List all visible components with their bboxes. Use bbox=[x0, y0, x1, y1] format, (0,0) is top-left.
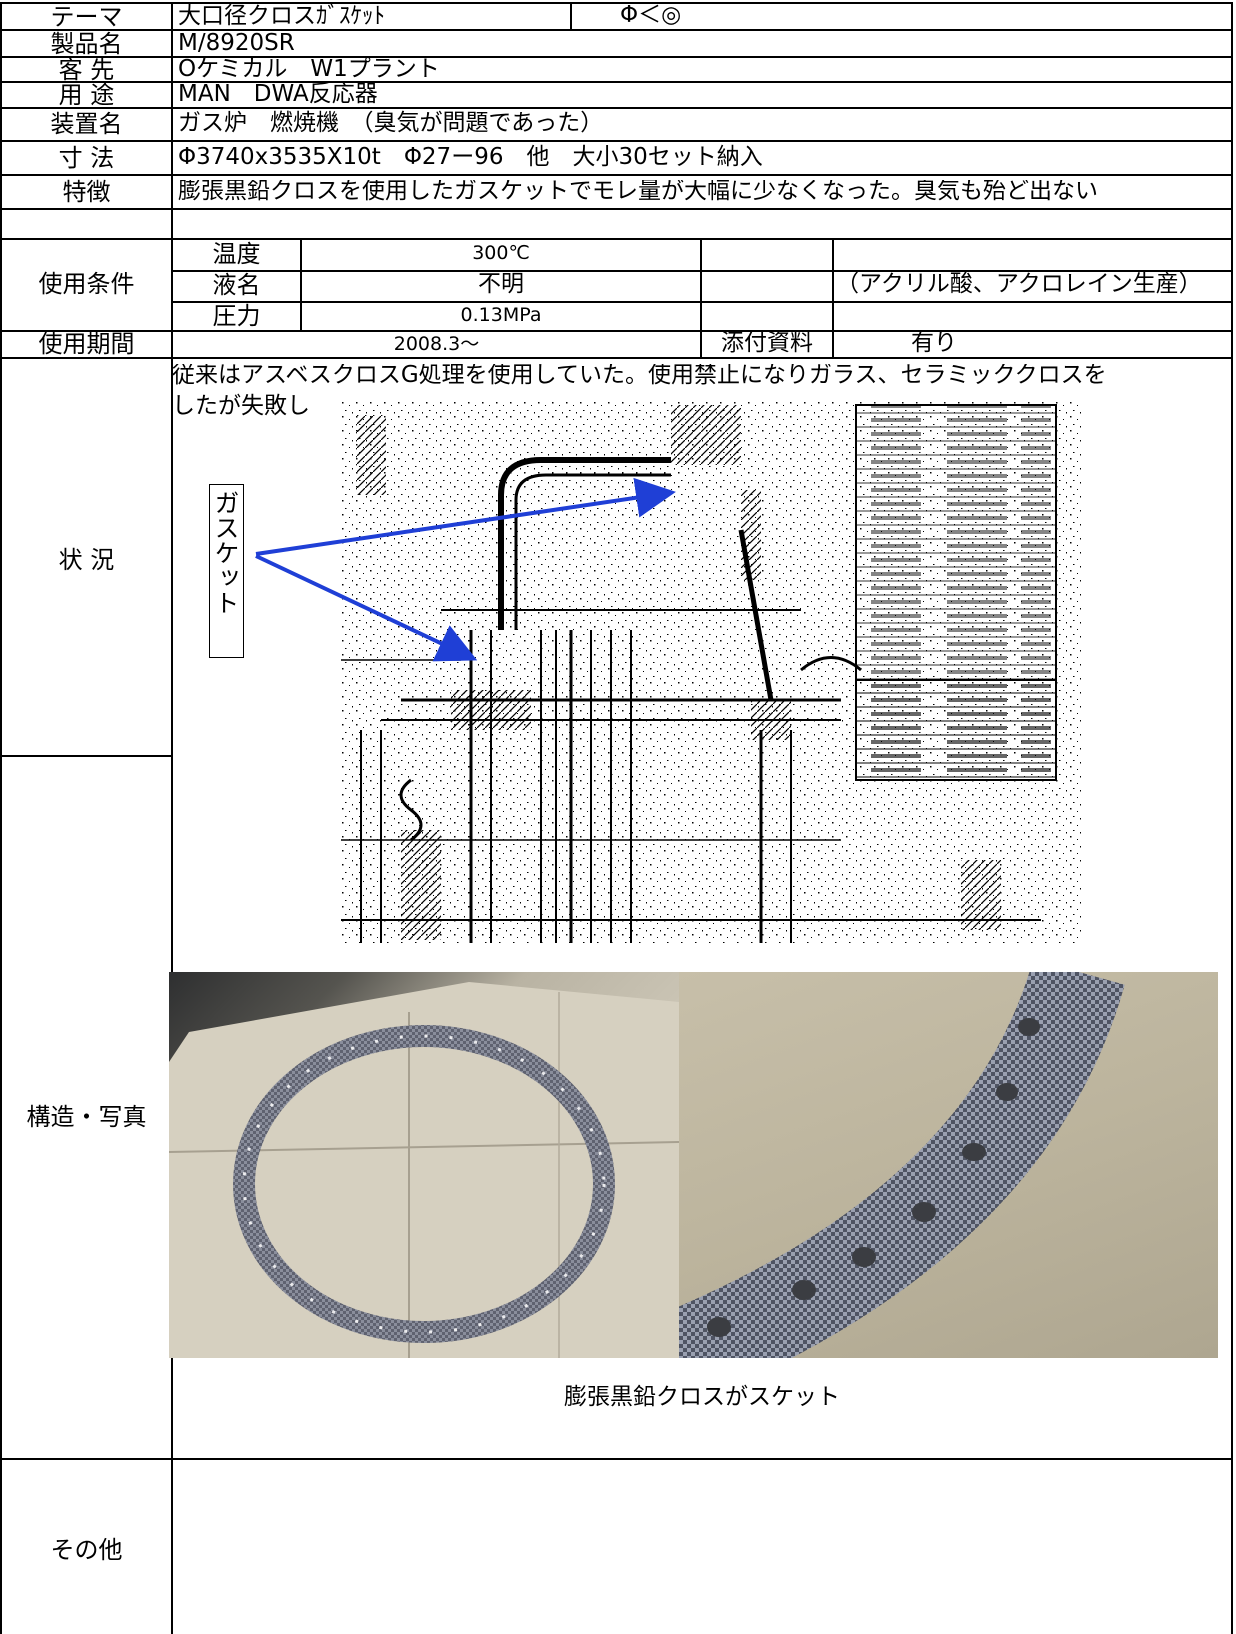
value-customer: Oケミカル W1プラント bbox=[178, 56, 440, 82]
label-equipment: 装置名 bbox=[50, 110, 123, 138]
label-situation: 状 況 bbox=[58, 546, 115, 574]
grid-line bbox=[0, 357, 1233, 359]
grid-line bbox=[570, 2, 572, 29]
grid-line bbox=[172, 301, 1233, 303]
value-product-name: M/8920SR bbox=[178, 30, 295, 56]
grid-line bbox=[0, 2, 2, 1634]
grid-line bbox=[172, 270, 1233, 272]
engineering-drawing-image bbox=[341, 400, 1081, 943]
value-theme-symbol: Φ＜◎ bbox=[620, 2, 682, 28]
grid-line bbox=[832, 238, 834, 357]
conditions-liquid-label: 液名 bbox=[212, 271, 261, 299]
value-dimensions: Φ3740x3535X10t Φ27ー96 他 大小30セット納入 bbox=[178, 144, 763, 170]
value-features: 膨張黒鉛クロスを使用したガスケットでモレ量が大幅に少なくなった。臭気も殆ど出ない bbox=[178, 180, 1098, 203]
gasket-closeup-photo bbox=[679, 972, 1218, 1358]
grid-line bbox=[0, 56, 1233, 58]
conditions-liquid-value: 不明 bbox=[478, 271, 524, 297]
arrow-to-upper-gasket bbox=[255, 477, 676, 556]
grid-line bbox=[0, 29, 1233, 31]
grid-line bbox=[300, 238, 302, 330]
attachment-label: 添付資料 bbox=[721, 330, 813, 356]
label-period: 使用期間 bbox=[38, 330, 135, 358]
label-structure: 構造・写真 bbox=[26, 1103, 147, 1131]
arrow-to-lower-gasket bbox=[255, 554, 478, 662]
grid-line bbox=[700, 238, 702, 357]
period-value: 2008.3～ bbox=[393, 333, 480, 355]
conditions-temperature-value: 300℃ bbox=[472, 242, 530, 264]
photo-caption: 膨張黒鉛クロスがスケット bbox=[564, 1384, 840, 1410]
grid-line bbox=[0, 1458, 1233, 1460]
conditions-pressure-label: 圧力 bbox=[212, 302, 261, 330]
grid-line bbox=[0, 238, 1233, 240]
label-other: その他 bbox=[50, 1536, 123, 1564]
grid-line bbox=[0, 81, 1233, 83]
conditions-pressure-value: 0.13MPa bbox=[460, 304, 542, 326]
grid-line bbox=[171, 2, 173, 1634]
value-equipment: ガス炉 燃焼機 （臭気が問題であった） bbox=[178, 110, 604, 136]
label-usage: 用 途 bbox=[58, 81, 115, 109]
value-theme: 大口径クロスｶﾞｽｹｯﾄ bbox=[178, 3, 385, 29]
attachment-value: 有り bbox=[911, 330, 957, 356]
label-customer: 客 先 bbox=[58, 56, 115, 84]
situation-text-line1: 従来はアスベスクロスG処理を使用していた。使用禁止になりガラス、セラミッククロス… bbox=[172, 364, 1107, 387]
grid-line bbox=[0, 755, 172, 757]
label-theme: テーマ bbox=[50, 3, 123, 31]
label-features: 特徴 bbox=[62, 178, 111, 206]
gasket-callout-label: ガスケット bbox=[211, 490, 240, 615]
grid-line bbox=[0, 2, 1233, 4]
grid-line bbox=[1231, 2, 1233, 1634]
value-usage: MAN DWA反応器 bbox=[178, 81, 378, 107]
grid-line bbox=[0, 140, 1233, 142]
conditions-temperature-label: 温度 bbox=[212, 240, 261, 268]
grid-line bbox=[0, 174, 1233, 176]
label-product-name: 製品名 bbox=[50, 30, 123, 58]
grid-line bbox=[0, 330, 1233, 332]
label-conditions: 使用条件 bbox=[38, 270, 135, 298]
conditions-liquid-note: （アクリル酸、アクロレイン生産） bbox=[836, 271, 1202, 297]
gasket-ring-photo bbox=[169, 972, 679, 1358]
grid-line bbox=[0, 208, 1233, 210]
situation-text-line2: したが失敗し bbox=[172, 393, 310, 419]
label-dimensions: 寸 法 bbox=[58, 144, 115, 172]
gasket-callout-box bbox=[209, 484, 244, 658]
grid-line bbox=[0, 107, 1233, 109]
